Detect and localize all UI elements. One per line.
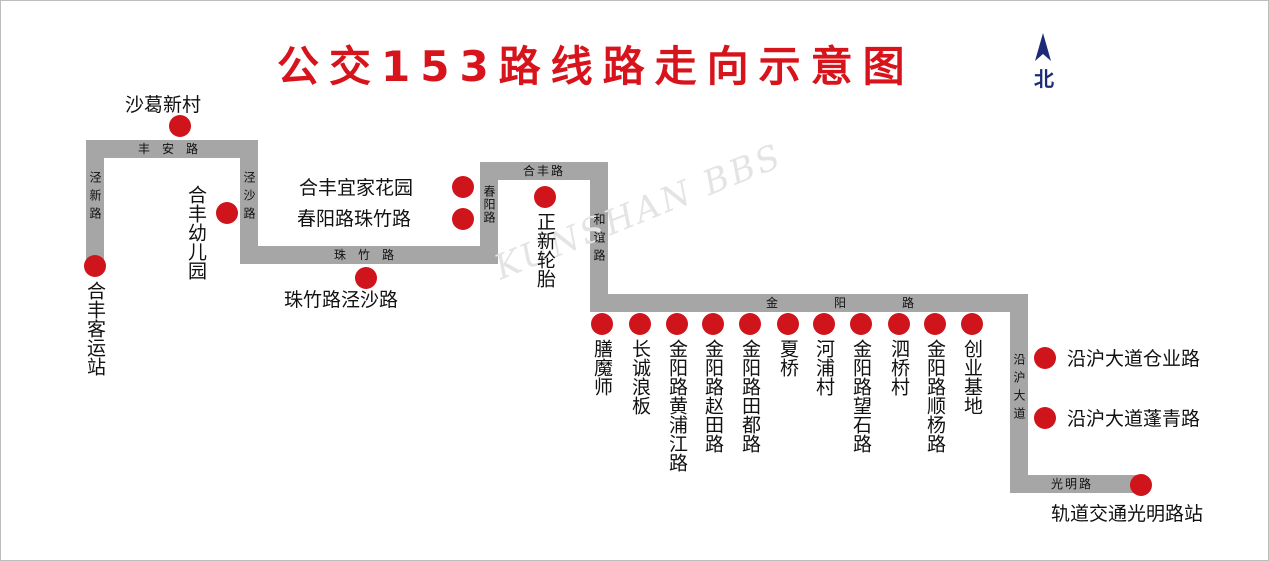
stop-dot-icon bbox=[924, 313, 946, 335]
stop-dot-icon bbox=[666, 313, 688, 335]
stop-label-changcheng: 长诚浪板 bbox=[629, 339, 651, 415]
stop-dot-icon bbox=[1034, 407, 1056, 429]
route-line bbox=[86, 140, 1141, 493]
stop-dot-icon bbox=[739, 313, 761, 335]
stop-dot-icon bbox=[850, 313, 872, 335]
stop-label-shanmoshi: 膳魔师 bbox=[591, 339, 613, 396]
stop-label-hefeng-keyun: 合丰客运站 bbox=[84, 281, 106, 376]
stop-label-chunyang-zhuzhu: 春阳路珠竹路 bbox=[297, 208, 412, 230]
stop-label-zhengxin: 正新轮胎 bbox=[534, 212, 556, 288]
stop-label-pengqing: 沿沪大道蓬青路 bbox=[1067, 408, 1201, 430]
stop-label-tiandu: 金阳路田都路 bbox=[739, 339, 761, 453]
stop-dot-icon bbox=[452, 208, 474, 230]
stop-label-shunyang: 金阳路顺杨路 bbox=[924, 339, 946, 453]
stop-label-chuangye: 创业基地 bbox=[961, 339, 983, 415]
road-label-yanhu: 沿沪大道 bbox=[1012, 353, 1026, 425]
stop-label-wangshi: 金阳路望石路 bbox=[850, 339, 872, 453]
stop-dot-icon bbox=[534, 186, 556, 208]
road-label-fengan: 丰安路 bbox=[138, 142, 211, 156]
stop-label-zhuzhu-jingsha: 珠竹路泾沙路 bbox=[284, 289, 399, 311]
stop-dot-icon bbox=[216, 202, 238, 224]
stop-label-xiaqiao: 夏桥 bbox=[777, 339, 799, 377]
road-label-chunyang: 春阳路 bbox=[482, 185, 496, 224]
stop-label-zhaotian: 金阳路赵田路 bbox=[702, 339, 724, 453]
stop-label-siqiao: 泗桥村 bbox=[888, 339, 910, 396]
stop-dot-icon bbox=[888, 313, 910, 335]
north-arrow-icon bbox=[1035, 33, 1051, 61]
stop-dot-icon bbox=[169, 115, 191, 137]
stop-dot-icon bbox=[84, 255, 106, 277]
road-label-zhuzhu: 珠竹路 bbox=[334, 248, 407, 262]
road-label-guangming: 光明路 bbox=[1051, 477, 1094, 491]
road-label-heyi: 和谊路 bbox=[592, 213, 606, 267]
stop-label-huangpujiang: 金阳路黄浦江路 bbox=[666, 339, 688, 472]
stop-label-hefeng-youer: 合丰幼儿园 bbox=[185, 185, 207, 280]
stop-dot-icon bbox=[702, 313, 724, 335]
stop-dot-icon bbox=[813, 313, 835, 335]
page-title: 公交153路线路走向示意图 bbox=[277, 42, 915, 91]
stop-dot-icon bbox=[777, 313, 799, 335]
stop-dot-icon bbox=[961, 313, 983, 335]
stop-dot-icon bbox=[452, 176, 474, 198]
stop-dot-icon bbox=[629, 313, 651, 335]
road-label-hefeng: 合丰路 bbox=[523, 164, 566, 178]
stop-dots bbox=[84, 115, 1152, 496]
north-label: 北 bbox=[1034, 67, 1054, 91]
stop-label-hefeng-yijia: 合丰宜家花园 bbox=[299, 177, 414, 199]
stop-dot-icon bbox=[1034, 347, 1056, 369]
road-label-jinyang: 金阳路 bbox=[766, 296, 971, 310]
stop-label-hepu: 河浦村 bbox=[813, 339, 835, 396]
stop-dot-icon bbox=[591, 313, 613, 335]
stop-label-shage: 沙葛新村 bbox=[125, 94, 202, 116]
stop-dot-icon bbox=[1130, 474, 1152, 496]
stop-label-cangye: 沿沪大道仓业路 bbox=[1067, 348, 1201, 370]
road-label-jingsha: 泾沙路 bbox=[242, 171, 256, 225]
stop-label-guangming-station: 轨道交通光明路站 bbox=[1051, 503, 1204, 525]
stop-dot-icon bbox=[355, 267, 377, 289]
road-label-jingxin: 泾新路 bbox=[88, 171, 102, 225]
